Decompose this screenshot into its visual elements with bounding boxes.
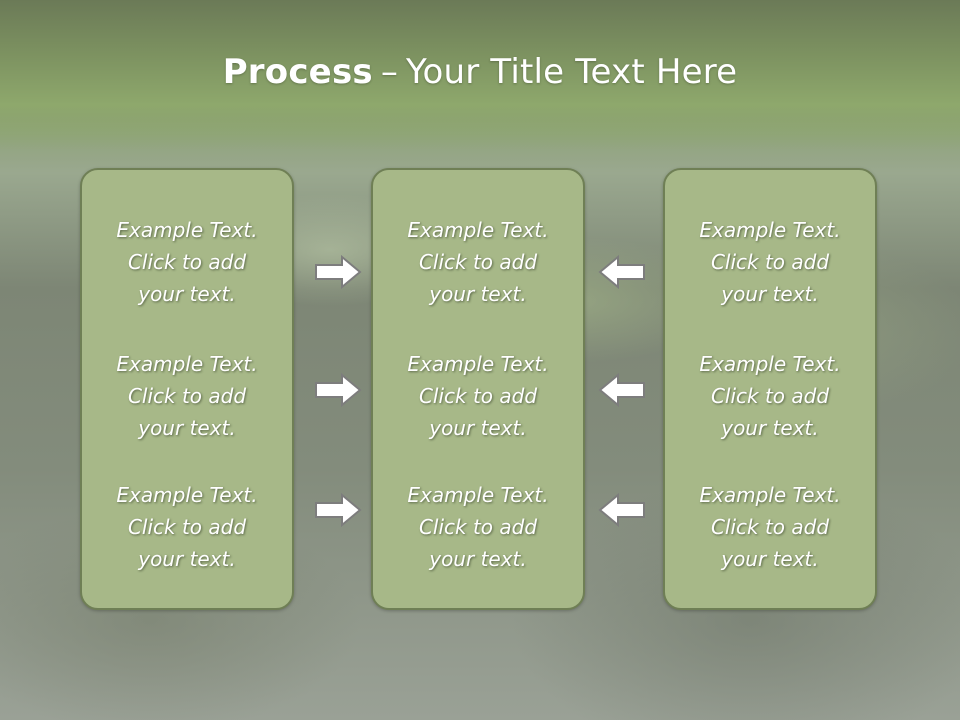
text-line: Click to add	[127, 515, 247, 539]
text-line: Example Text.	[407, 218, 549, 242]
text-line: Click to add	[418, 515, 538, 539]
text-line: Example Text.	[699, 352, 841, 376]
text-line: your text.	[721, 547, 819, 571]
text-line: Example Text.	[699, 218, 841, 242]
left-arrow-icon[interactable]	[598, 373, 646, 407]
text-line: Example Text.	[407, 352, 549, 376]
left-arrow-icon[interactable]	[598, 255, 646, 289]
title-band	[0, 0, 960, 150]
text-line: Example Text.	[116, 352, 258, 376]
text-line: Example Text.	[699, 483, 841, 507]
right-arrow-icon[interactable]	[314, 255, 362, 289]
title-separator: –	[380, 52, 399, 92]
text-line: Example Text.	[116, 218, 258, 242]
text-line: Click to add	[418, 384, 538, 408]
title-rest: Your Title Text Here	[406, 52, 738, 92]
text-placeholder[interactable]: Example Text. Click to add your text.	[82, 348, 292, 444]
text-line: Click to add	[127, 250, 247, 274]
right-arrow-icon[interactable]	[314, 493, 362, 527]
text-line: Click to add	[710, 384, 830, 408]
text-placeholder[interactable]: Example Text. Click to add your text.	[665, 348, 875, 444]
process-box-center[interactable]: Example Text. Click to add your text. Ex…	[371, 168, 585, 610]
text-placeholder[interactable]: Example Text. Click to add your text.	[665, 479, 875, 575]
text-line: Example Text.	[116, 483, 258, 507]
text-placeholder[interactable]: Example Text. Click to add your text.	[82, 214, 292, 310]
right-arrow-icon[interactable]	[314, 373, 362, 407]
text-line: Click to add	[710, 515, 830, 539]
text-line: your text.	[429, 416, 527, 440]
text-line: your text.	[721, 416, 819, 440]
text-line: your text.	[429, 282, 527, 306]
text-line: your text.	[721, 282, 819, 306]
text-line: your text.	[429, 547, 527, 571]
text-line: your text.	[138, 547, 236, 571]
text-line: your text.	[138, 282, 236, 306]
process-box-left[interactable]: Example Text. Click to add your text. Ex…	[80, 168, 294, 610]
slide-title[interactable]: Process–Your Title Text Here	[0, 52, 960, 92]
text-line: Click to add	[418, 250, 538, 274]
text-line: Click to add	[127, 384, 247, 408]
text-placeholder[interactable]: Example Text. Click to add your text.	[373, 479, 583, 575]
text-line: your text.	[138, 416, 236, 440]
text-placeholder[interactable]: Example Text. Click to add your text.	[665, 214, 875, 310]
text-line: Example Text.	[407, 483, 549, 507]
text-placeholder[interactable]: Example Text. Click to add your text.	[373, 214, 583, 310]
text-placeholder[interactable]: Example Text. Click to add your text.	[82, 479, 292, 575]
text-line: Click to add	[710, 250, 830, 274]
title-bold: Process	[222, 52, 373, 92]
left-arrow-icon[interactable]	[598, 493, 646, 527]
process-box-right[interactable]: Example Text. Click to add your text. Ex…	[663, 168, 877, 610]
text-placeholder[interactable]: Example Text. Click to add your text.	[373, 348, 583, 444]
